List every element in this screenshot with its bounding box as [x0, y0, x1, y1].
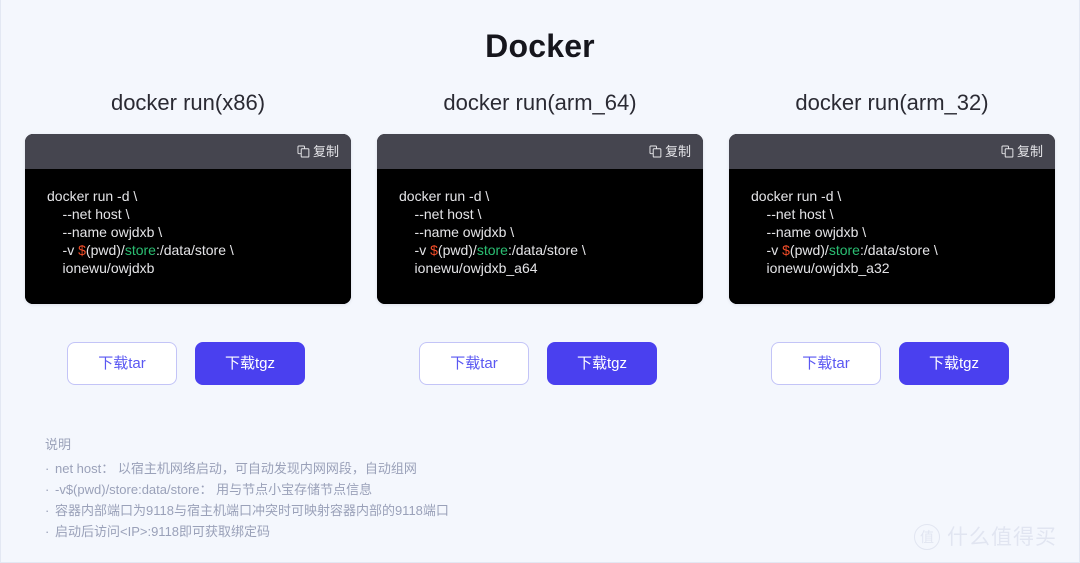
code-token-string: store	[828, 242, 860, 258]
code-body: docker run -d \ --net host \ --name owjd…	[377, 169, 703, 304]
button-row: 下载tar 下载tgz	[377, 342, 703, 385]
copy-icon	[297, 145, 310, 158]
code-line: --net host \	[47, 206, 130, 222]
copy-icon	[649, 145, 662, 158]
code-line: docker run -d \	[751, 188, 842, 204]
code-card: 复制 docker run -d \ --net host \ --name o…	[729, 134, 1055, 304]
note-item-text: -v$(pwd)/store:data/store： 用与节点小宝存储节点信息	[55, 482, 373, 497]
download-tar-button[interactable]: 下载tar	[419, 342, 529, 385]
copy-button[interactable]: 复制	[649, 145, 691, 158]
code-token-string: store	[476, 242, 508, 258]
code-card: 复制 docker run -d \ --net host \ --name o…	[377, 134, 703, 304]
code-body: docker run -d \ --net host \ --name owjd…	[729, 169, 1055, 304]
code-line: --name owjdxb \	[47, 224, 163, 240]
column-arm32: docker run(arm_32) 复制 docker ru	[729, 88, 1055, 385]
notes-heading: 说明	[45, 437, 72, 452]
page-title: Docker	[485, 28, 595, 64]
note-item: · 容器内部端口为9118与宿主机端口冲突时可映射容器内部的9118端口	[45, 500, 449, 521]
download-tar-button[interactable]: 下载tar	[771, 342, 881, 385]
code-line: --name owjdxb \	[399, 224, 515, 240]
code-card: 复制 docker run -d \ --net host \ --name o…	[25, 134, 351, 304]
code-seg: :/data/store \	[155, 242, 234, 258]
code-line: docker run -d \	[47, 188, 138, 204]
download-tgz-button[interactable]: 下载tgz	[899, 342, 1009, 385]
code-token-var: $	[430, 242, 438, 258]
copy-button[interactable]: 复制	[297, 145, 339, 158]
note-item-text: net host： 以宿主机网络启动，可自动发现内网网段，自动组网	[55, 461, 417, 476]
code-seg: (pwd)/	[437, 242, 477, 258]
column-title: docker run(arm_32)	[795, 90, 989, 115]
bullet-icon: ·	[45, 482, 50, 497]
copy-button[interactable]: 复制	[1001, 145, 1043, 158]
download-tgz-button[interactable]: 下载tgz	[547, 342, 657, 385]
code-seg: (pwd)/	[789, 242, 829, 258]
code-card-header: 复制	[25, 134, 351, 169]
note-item-text: 容器内部端口为9118与宿主机端口冲突时可映射容器内部的9118端口	[55, 503, 449, 518]
code-line-image: ionewu/owjdxb	[47, 260, 155, 276]
code-card-header: 复制	[377, 134, 703, 169]
button-row: 下载tar 下载tgz	[25, 342, 351, 385]
column-title: docker run(arm_64)	[443, 90, 637, 115]
code-line-volume: -v $(pwd)/store:/data/store \	[399, 241, 683, 259]
note-item: · -v$(pwd)/store:data/store： 用与节点小宝存储节点信…	[45, 479, 449, 500]
code-line: --name owjdxb \	[751, 224, 867, 240]
copy-button-label: 复制	[1016, 144, 1043, 159]
download-tar-button[interactable]: 下载tar	[67, 342, 177, 385]
notes-section: 说明 · net host： 以宿主机网络启动，可自动发现内网网段，自动组网 ·…	[45, 434, 449, 542]
bullet-icon: ·	[45, 524, 50, 539]
code-seg: :/data/store \	[507, 242, 586, 258]
columns-container: docker run(x86) 复制 docker run -	[1, 88, 1079, 385]
copy-icon	[1001, 145, 1014, 158]
column-title: docker run(x86)	[110, 90, 266, 115]
code-line-image: ionewu/owjdxb_a32	[751, 260, 890, 276]
code-line: --net host \	[399, 206, 482, 222]
code-seg: -v	[47, 242, 79, 258]
code-seg: :/data/store \	[859, 242, 938, 258]
note-item-text: 启动后访问<IP>:9118即可获取绑定码	[55, 524, 271, 539]
code-line: --net host \	[751, 206, 834, 222]
bullet-icon: ·	[45, 461, 50, 476]
button-row: 下载tar 下载tgz	[729, 342, 1055, 385]
code-seg: -v	[751, 242, 783, 258]
code-body: docker run -d \ --net host \ --name owjd…	[25, 169, 351, 304]
download-tgz-button[interactable]: 下载tgz	[195, 342, 305, 385]
code-line-volume: -v $(pwd)/store:/data/store \	[47, 241, 331, 259]
code-token-var: $	[78, 242, 86, 258]
code-token-string: store	[124, 242, 156, 258]
column-arm64: docker run(arm_64) 复制 docker ru	[377, 88, 703, 385]
copy-button-label: 复制	[664, 144, 691, 159]
watermark-badge-icon: 值	[914, 524, 940, 550]
code-line: docker run -d \	[399, 188, 490, 204]
column-x86: docker run(x86) 复制 docker run -	[25, 88, 351, 385]
watermark: 值 什么值得买	[914, 524, 1057, 550]
note-item: · 启动后访问<IP>:9118即可获取绑定码	[45, 521, 449, 542]
code-card-header: 复制	[729, 134, 1055, 169]
note-item: · net host： 以宿主机网络启动，可自动发现内网网段，自动组网	[45, 458, 449, 479]
bullet-icon: ·	[45, 503, 50, 518]
watermark-text: 什么值得买	[947, 525, 1057, 549]
code-line-image: ionewu/owjdxb_a64	[399, 260, 538, 276]
code-seg: -v	[399, 242, 431, 258]
code-line-volume: -v $(pwd)/store:/data/store \	[751, 241, 1035, 259]
copy-button-label: 复制	[312, 144, 339, 159]
code-token-var: $	[782, 242, 790, 258]
code-seg: (pwd)/	[85, 242, 125, 258]
